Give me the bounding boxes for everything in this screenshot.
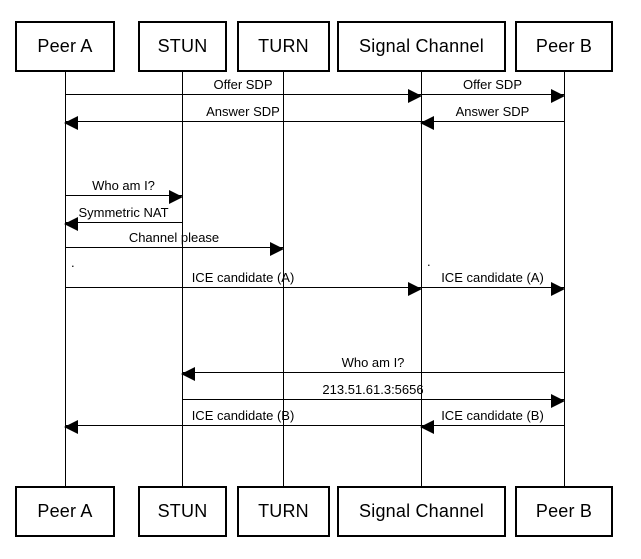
message-ice-candidate-b-b-to-signal: ICE candidate (B) — [420, 408, 564, 434]
message-label: Who am I? — [92, 178, 155, 193]
message-offer-sdp-signal-to-b: Offer SDP — [421, 77, 565, 103]
participant-label: TURN — [258, 36, 309, 56]
lifeline-stun — [182, 72, 183, 486]
participant-box-turn-top: TURN — [237, 21, 330, 72]
participant-box-peer-b-top: Peer B — [515, 21, 613, 72]
message-label: ICE candidate (B) — [191, 408, 295, 423]
arrowhead-left-icon — [64, 420, 78, 434]
arrowhead-left-icon — [420, 420, 434, 434]
message-answer-sdp-b-to-signal: Answer SDP — [420, 104, 564, 130]
message-who-am-i-a-to-stun: Who am I? — [65, 178, 183, 204]
arrowhead-right-icon — [408, 282, 422, 296]
participant-label: Peer B — [535, 36, 593, 56]
arrowhead-right-icon — [551, 282, 565, 296]
arrowhead-left-icon — [420, 116, 434, 130]
participant-box-stun-bottom: STUN — [138, 486, 227, 537]
message-offer-sdp-a-to-signal: Offer SDP — [65, 77, 422, 103]
message-ice-candidate-a-a-to-signal: ICE candidate (A) — [65, 270, 422, 296]
participant-label: Signal Channel — [359, 36, 484, 56]
arrowhead-right-icon — [551, 394, 565, 408]
participant-box-stun-top: STUN — [138, 21, 227, 72]
message-label: Symmetric NAT — [78, 205, 169, 220]
arrowhead-right-icon — [270, 242, 284, 256]
participant-box-signal-channel-top: Signal Channel — [337, 21, 506, 72]
message-label: Channel please — [128, 230, 220, 245]
arrowhead-right-icon — [551, 89, 565, 103]
arrowhead-left-icon — [64, 217, 78, 231]
arrowhead-right-icon — [408, 89, 422, 103]
participant-box-signal-channel-bottom: Signal Channel — [337, 486, 506, 537]
participant-box-peer-b-bottom: Peer B — [515, 486, 613, 537]
continuation-dot: . — [427, 254, 431, 269]
message-label: ICE candidate (A) — [191, 270, 295, 285]
participant-label: Peer B — [535, 501, 593, 521]
participant-label: Peer A — [37, 36, 93, 56]
participant-label: TURN — [258, 501, 309, 521]
lifeline-turn — [283, 72, 284, 486]
message-ip-address-stun-to-b: 213.51.61.3:5656 — [182, 382, 565, 408]
message-label: Answer SDP — [206, 104, 280, 119]
message-symmetric-nat-stun-to-a: Symmetric NAT — [64, 205, 182, 231]
lifeline-peer-a — [65, 72, 66, 486]
arrowhead-right-icon — [169, 190, 183, 204]
arrowhead-left-icon — [64, 116, 78, 130]
message-ice-candidate-a-signal-to-b: ICE candidate (A) — [421, 270, 565, 296]
participant-label: Signal Channel — [359, 501, 484, 521]
participant-box-turn-bottom: TURN — [237, 486, 330, 537]
arrowhead-left-icon — [181, 367, 195, 381]
message-label: ICE candidate (B) — [441, 408, 544, 423]
participant-box-peer-a-top: Peer A — [15, 21, 115, 72]
participant-label: STUN — [157, 36, 208, 56]
message-label: 213.51.61.3:5656 — [322, 382, 424, 397]
lifeline-signal-channel — [421, 72, 422, 486]
message-label: Who am I? — [341, 355, 405, 370]
message-ice-candidate-b-signal-to-a: ICE candidate (B) — [64, 408, 421, 434]
participant-label: STUN — [157, 501, 208, 521]
message-channel-please-a-to-turn: Channel please — [65, 230, 284, 256]
message-answer-sdp-signal-to-a: Answer SDP — [64, 104, 421, 130]
participant-label: Peer A — [37, 501, 93, 521]
message-label: Offer SDP — [213, 77, 273, 92]
continuation-dot: . — [71, 255, 75, 270]
message-label: ICE candidate (A) — [441, 270, 544, 285]
message-label: Offer SDP — [462, 77, 522, 92]
participant-box-peer-a-bottom: Peer A — [15, 486, 115, 537]
message-who-am-i-b-to-stun: Who am I? — [181, 355, 564, 381]
lifeline-peer-b — [564, 72, 565, 486]
message-label: Answer SDP — [455, 104, 530, 119]
